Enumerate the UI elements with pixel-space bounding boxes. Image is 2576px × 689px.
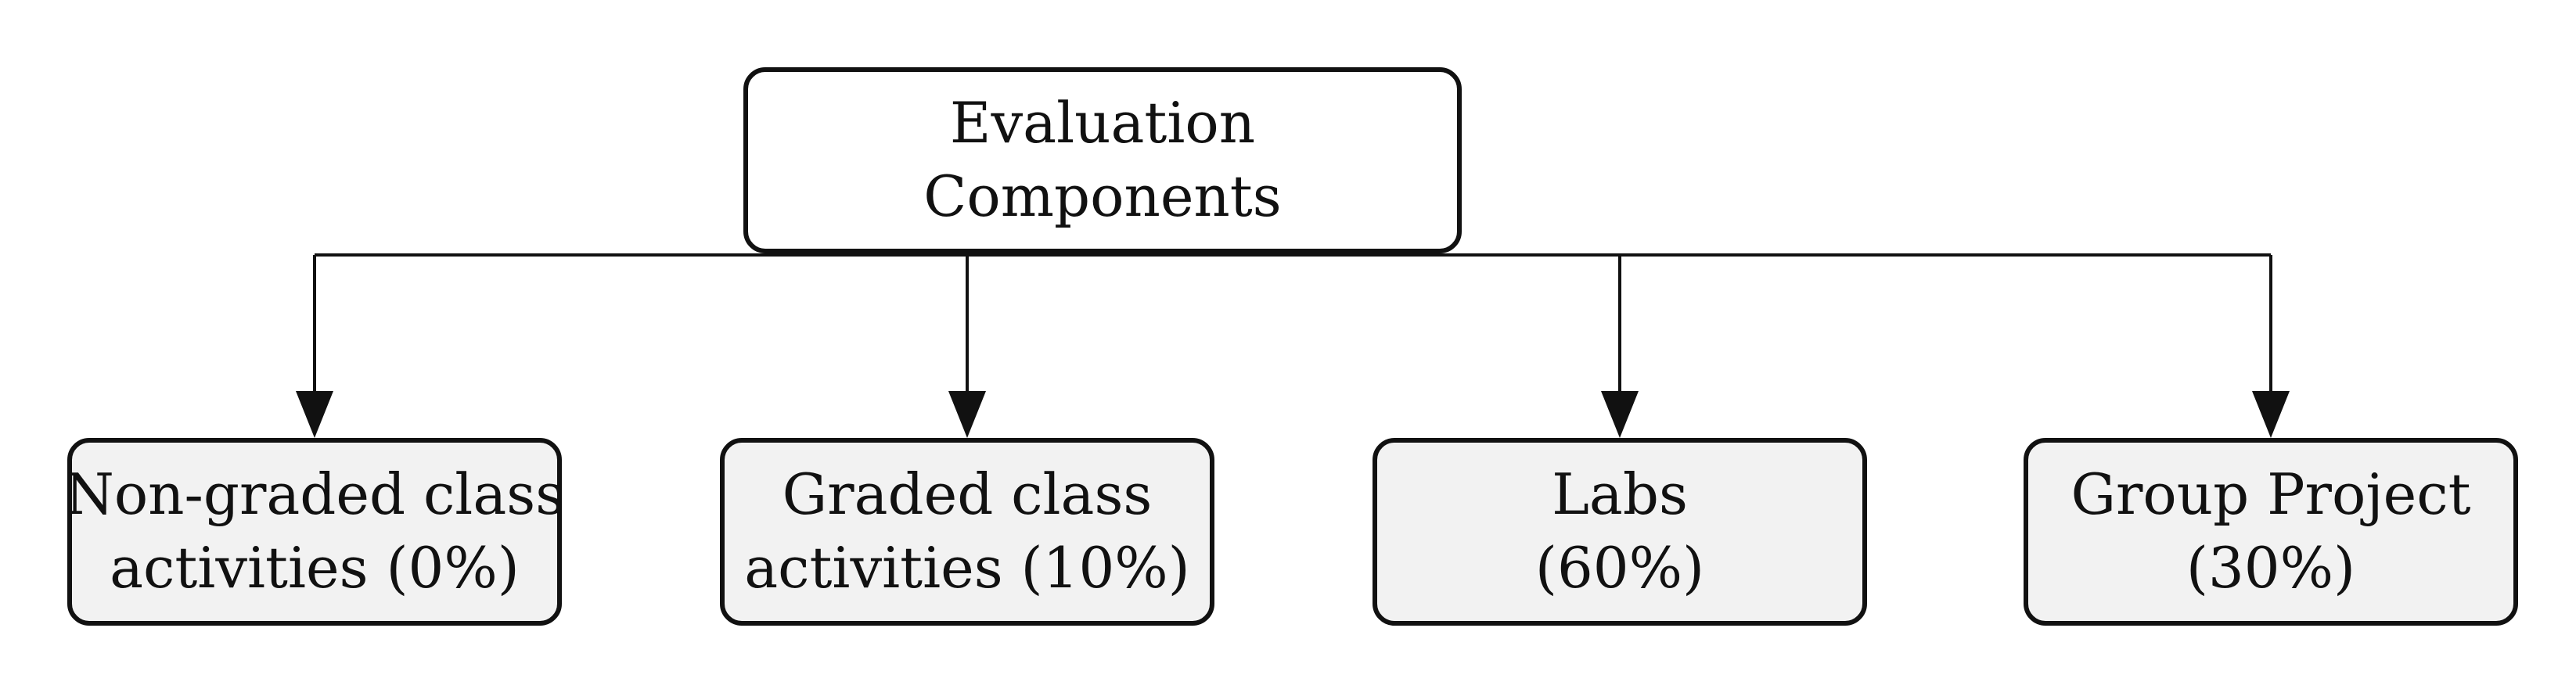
child-node-label-line-1: Graded class xyxy=(782,461,1153,528)
root-node-evaluation-components: Evaluation Components xyxy=(743,67,1462,253)
arrowhead-1 xyxy=(296,391,333,438)
child-node-label-line-1: Labs xyxy=(1552,461,1688,528)
child-node-label-line-2: (30%) xyxy=(2186,535,2356,601)
child-node-non-graded-activities: Non-graded class activities (0%) xyxy=(64,438,565,626)
child-node-graded-activities: Graded class activities (10%) xyxy=(720,438,1214,626)
root-node-label-line-2: Components xyxy=(923,163,1282,229)
child-node-label-line-2: (60%) xyxy=(1534,535,1705,601)
child-node-label-line-2: activities (10%) xyxy=(744,535,1190,601)
arrowhead-3 xyxy=(1601,391,1639,438)
child-node-group-project: Group Project (30%) xyxy=(2024,438,2518,626)
child-node-label-line-2: activities (0%) xyxy=(110,535,520,601)
child-node-label-line-1: Non-graded class xyxy=(64,461,565,528)
root-node-label-line-1: Evaluation xyxy=(949,90,1256,156)
child-node-label-line-1: Group Project xyxy=(2071,461,2471,528)
arrowhead-2 xyxy=(948,391,986,438)
arrowhead-4 xyxy=(2252,391,2290,438)
child-node-labs: Labs (60%) xyxy=(1373,438,1867,626)
